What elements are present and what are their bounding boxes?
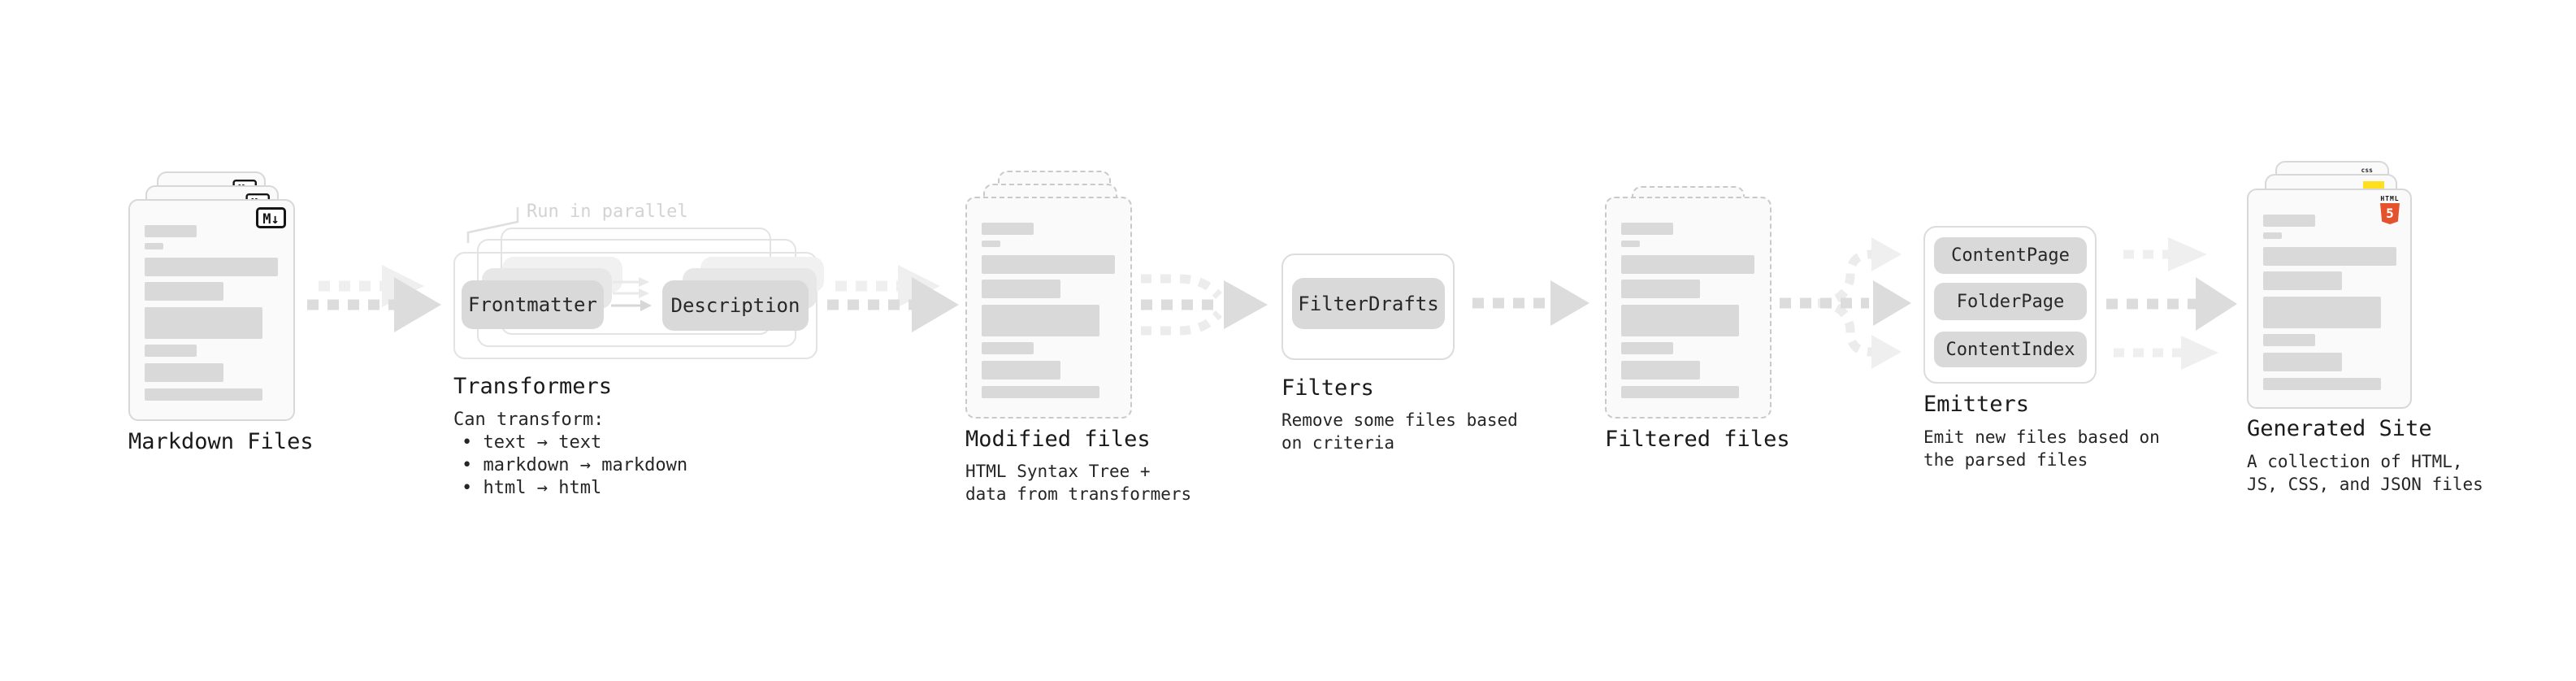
stage-label-generated-site: Generated Site <box>2247 416 2432 441</box>
stage-label-markdown-files: Markdown Files <box>128 429 314 454</box>
arrowhead <box>1871 335 1902 369</box>
stage-label-emitters: Emitters <box>1923 392 2030 417</box>
filter-node-filterdrafts: FilterDrafts <box>1292 278 1445 329</box>
skeleton-line <box>1621 255 1754 274</box>
run-in-parallel-note: Run in parallel <box>527 202 688 222</box>
skeleton-line <box>2263 232 2282 239</box>
transformer-run-box-front <box>453 252 817 359</box>
transformer-node-description: Description <box>662 280 809 331</box>
transformer-node-frontmatter: Frontmatter <box>462 280 604 329</box>
skeleton-line <box>145 282 223 301</box>
generated-file-card-front: HTML 5 <box>2247 189 2412 409</box>
arrowhead <box>1550 280 1589 326</box>
skeleton-line <box>982 305 1099 336</box>
transformers-desc-title: Can transform: <box>453 410 605 430</box>
skeleton-line <box>982 255 1115 274</box>
skeleton-line <box>982 386 1099 398</box>
arrowhead <box>1224 280 1268 329</box>
skeleton-line <box>2263 297 2381 328</box>
arrow-emitters-to-generated <box>2106 237 2237 370</box>
file-content-skeleton <box>1607 198 1770 417</box>
arrowhead <box>1873 280 1911 326</box>
skeleton-line <box>145 363 223 382</box>
skeleton-line <box>982 223 1034 235</box>
skeleton-line <box>145 243 163 249</box>
arrowhead <box>382 265 424 307</box>
arrowhead <box>2196 277 2237 331</box>
skeleton-line <box>982 280 1060 298</box>
transformers-bullet-list: text → text markdown → markdown html → h… <box>462 432 688 500</box>
arrow-filters-to-filtered <box>1472 280 1589 326</box>
arrowhead <box>2168 237 2207 271</box>
arrow-transformers-to-modified <box>827 265 959 332</box>
arrow-markdown-to-transformers <box>307 265 441 332</box>
bullet-markdown-to-markdown: markdown → markdown <box>462 454 688 477</box>
skeleton-line <box>2263 271 2342 290</box>
stage-label-modified-files: Modified files <box>965 427 1151 452</box>
emitters-desc: Emit new files based on the parsed files <box>1923 427 2160 470</box>
arrowhead <box>394 277 441 332</box>
bullet-text-to-text: text → text <box>462 432 687 454</box>
markdown-icon: M↓ <box>256 207 286 228</box>
stage-label-filtered-files: Filtered files <box>1605 427 1790 452</box>
html5-icon-shield: 5 <box>2380 203 2400 224</box>
filters-desc: Remove some files based on criteria <box>1281 410 1518 453</box>
file-content-skeleton <box>130 201 293 419</box>
emitter-node-contentpage: ContentPage <box>1934 237 2087 274</box>
html5-icon-word: HTML <box>2380 195 2400 202</box>
skeleton-line <box>1621 241 1640 247</box>
skeleton-line <box>1621 223 1673 235</box>
file-content-skeleton <box>967 198 1130 417</box>
skeleton-line <box>145 345 197 357</box>
skeleton-line <box>2263 215 2315 227</box>
skeleton-line <box>2263 334 2315 346</box>
skeleton-line <box>982 342 1034 354</box>
skeleton-line <box>2263 247 2396 266</box>
arrowhead <box>898 265 940 307</box>
skeleton-line <box>1621 361 1700 380</box>
arrow-filtered-to-emitters <box>1780 237 1911 369</box>
skeleton-line <box>2263 353 2342 371</box>
skeleton-line <box>1621 386 1739 398</box>
generated-site-desc: A collection of HTML, JS, CSS, and JSON … <box>2247 452 2483 494</box>
arrowhead <box>1871 237 1902 271</box>
markdown-file-card-front: M↓ <box>128 199 295 421</box>
skeleton-line <box>2263 378 2381 390</box>
modified-file-card-front <box>965 197 1132 419</box>
arrowhead <box>2181 336 2218 370</box>
modified-files-desc: HTML Syntax Tree + data from transformer… <box>965 462 1192 504</box>
stage-label-filters: Filters <box>1281 375 1374 401</box>
html5-icon: HTML 5 <box>2379 195 2400 224</box>
filtered-file-card-front <box>1605 197 1772 419</box>
emitter-node-folderpage: FolderPage <box>1934 283 2087 320</box>
arrow-modified-to-filters <box>1141 274 1268 336</box>
skeleton-line <box>145 258 278 276</box>
file-content-skeleton <box>2249 190 2410 407</box>
skeleton-line <box>982 241 1000 247</box>
bullet-html-to-html: html → html <box>462 477 687 500</box>
skeleton-line <box>1621 342 1673 354</box>
skeleton-line <box>145 388 262 401</box>
skeleton-line <box>1621 305 1739 336</box>
stage-label-transformers: Transformers <box>453 374 613 399</box>
skeleton-line <box>145 307 262 339</box>
skeleton-line <box>145 225 197 237</box>
skeleton-line <box>1621 280 1700 298</box>
emitter-node-contentindex: ContentIndex <box>1934 332 2087 367</box>
skeleton-line <box>982 361 1060 380</box>
arrowhead <box>912 277 959 332</box>
